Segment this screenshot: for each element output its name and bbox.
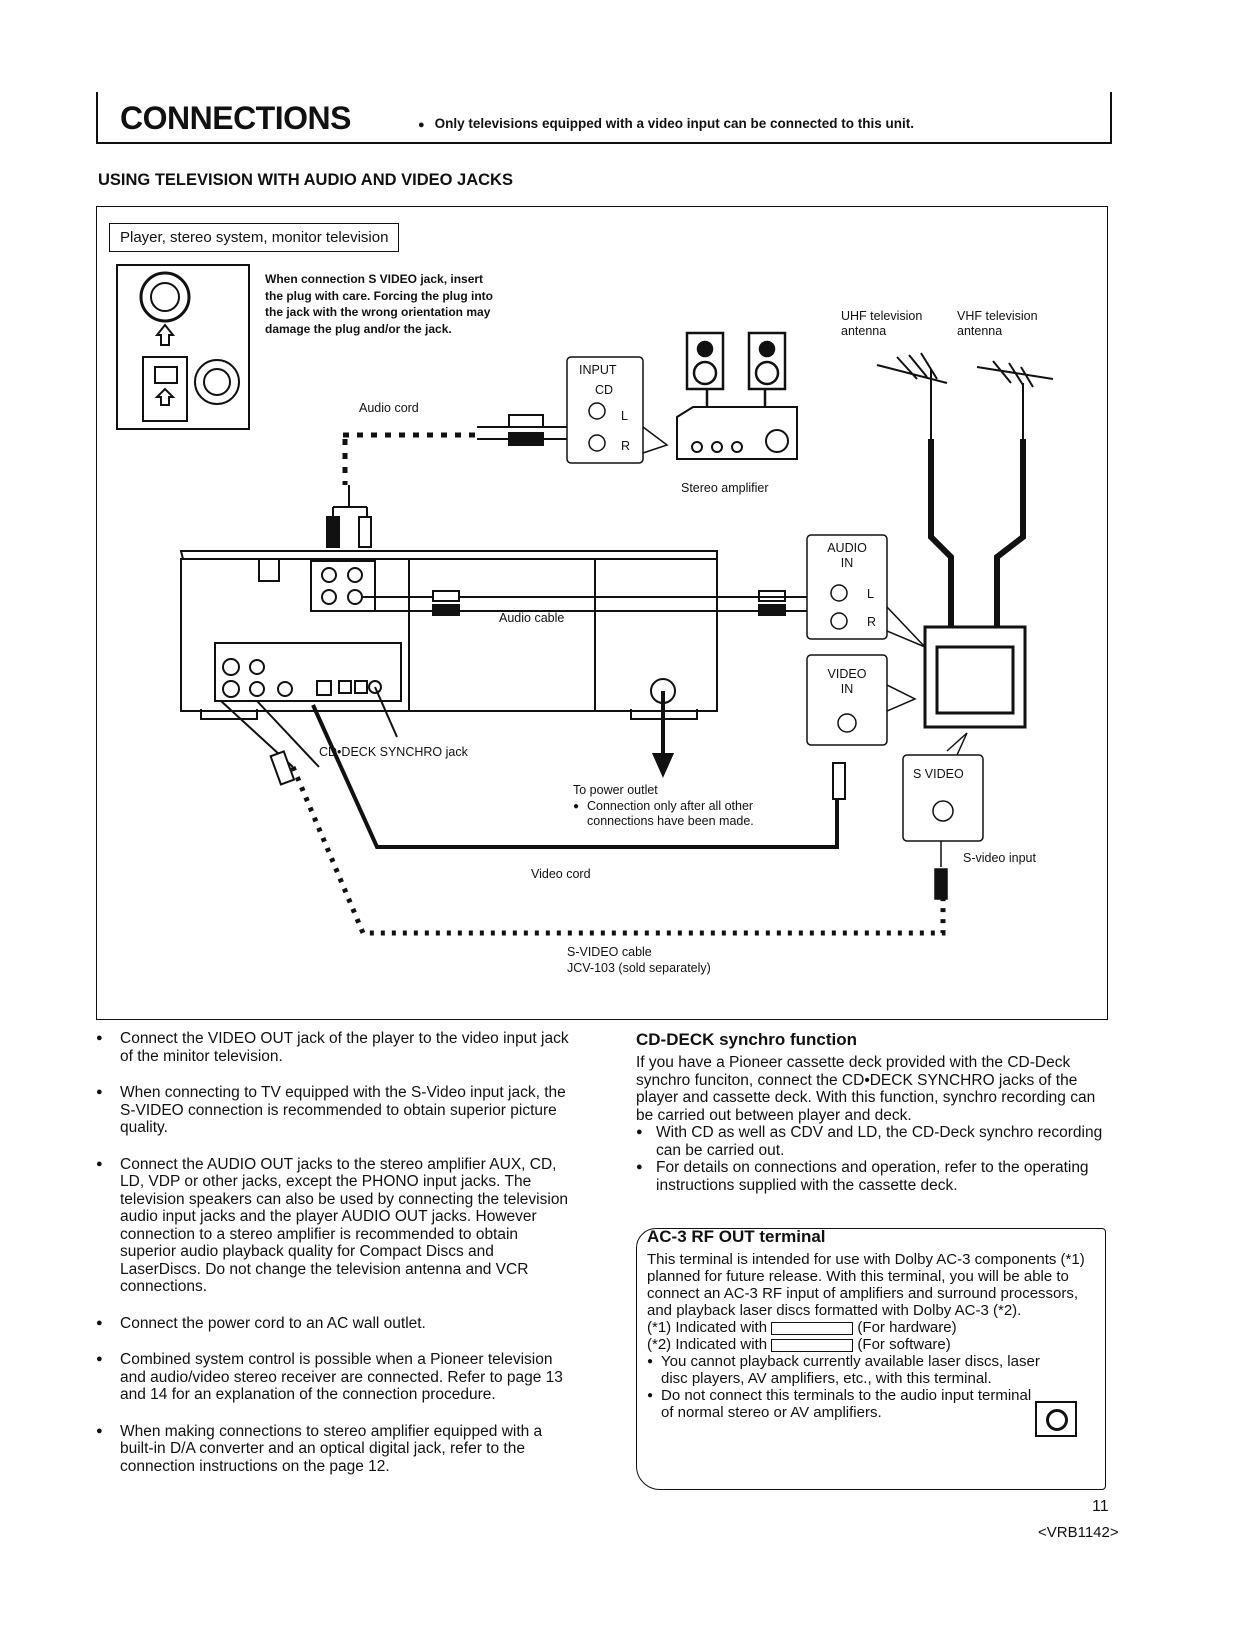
diagram-drawing	[116, 264, 1054, 936]
list-item: ●Connect the power cord to an AC wall ou…	[96, 1314, 426, 1332]
list-item: ●Connect the VIDEO OUT jack of the playe…	[96, 1030, 569, 1065]
ac3-terminal-box: AC-3 RF OUT terminal This terminal is in…	[636, 1227, 1106, 1490]
vhf-antenna-label: VHF television antenna	[957, 309, 1038, 338]
ac3-note-hardware: (*1) Indicated with (For hardware)	[647, 1319, 957, 1336]
s-video-cable-line	[290, 766, 946, 936]
video-cord-label: Video cord	[531, 867, 591, 881]
input-label: INPUT	[579, 363, 617, 377]
page-title: CONNECTIONS	[120, 100, 351, 136]
s-video-box	[902, 732, 984, 900]
section-heading: USING TELEVISION WITH AUDIO AND VIDEO JA…	[98, 171, 513, 189]
power-outlet-label: To power outlet	[573, 783, 658, 797]
list-item: ●When making connections to stereo ampli…	[96, 1422, 543, 1475]
header-note: Only televisions equipped with a video i…	[418, 116, 914, 131]
header-box: CONNECTIONS Only televisions equipped wi…	[96, 92, 1112, 144]
stereo-amplifier-label: Stereo amplifier	[681, 481, 769, 495]
cd-label: CD	[595, 383, 614, 397]
tv-left-channel-label: L	[867, 587, 874, 601]
video-cord-line	[311, 704, 846, 849]
s-video-warning: When connection S VIDEO jack, insert the…	[265, 272, 493, 336]
left-channel-label: L	[621, 409, 628, 423]
connection-diagram: Player, stereo system, monitor televisio…	[96, 206, 1108, 1020]
audio-cord-line	[342, 432, 477, 485]
dolby-surround-logo-icon	[771, 1338, 854, 1352]
s-video-input-label: S-video input	[963, 851, 1036, 865]
amplifier-drawing	[676, 406, 798, 460]
video-in-label: VIDEO IN	[827, 667, 867, 696]
s-video-label: S VIDEO	[913, 767, 964, 781]
list-item: ●You cannot playback currently available…	[647, 1353, 1040, 1387]
list-item: ●Do not connect this terminals to the au…	[647, 1387, 1032, 1421]
tv-drawing	[923, 625, 1027, 729]
tv-right-channel-label: R	[867, 615, 877, 629]
cd-deck-text: If you have a Pioneer cassette deck prov…	[636, 1054, 1096, 1124]
right-column: CD-DECK synchro function If you have a P…	[636, 1030, 1106, 1194]
list-item: ●When connecting to TV equipped with the…	[96, 1084, 566, 1136]
page-number: 11	[1092, 1498, 1109, 1515]
diagram-caption: Player, stereo system, monitor televisio…	[109, 223, 400, 252]
right-channel-label: R	[621, 439, 631, 453]
cd-deck-synchro-jack-label: CD•DECK SYNCHRO jack	[319, 745, 468, 759]
speakers	[685, 331, 787, 407]
ac3-rf-out-jack-icon	[1035, 1401, 1077, 1437]
list-item: ●With CD as well as CDV and LD, the CD-D…	[636, 1124, 1103, 1159]
list-item: ●Connect the AUDIO OUT jacks to the ster…	[96, 1155, 569, 1296]
dolby-surround-logo-icon	[771, 1321, 854, 1335]
antennas	[876, 352, 1054, 627]
ac3-note-software: (*2) Indicated with (For software)	[647, 1336, 951, 1353]
audio-in-label: AUDIO IN	[827, 541, 867, 570]
s-video-jack-inset	[116, 264, 250, 430]
power-outlet-note: ●Connection only after all other connect…	[573, 799, 754, 828]
ac3-title: AC-3 RF OUT terminal	[647, 1227, 826, 1246]
document-code: <VRB1142>	[1038, 1524, 1119, 1541]
ac3-text: This terminal is intended for use with D…	[647, 1251, 1085, 1319]
audio-cable-label: Audio cable	[499, 611, 565, 625]
audio-plugs	[326, 414, 567, 548]
s-video-cable-model: JCV-103 (sold separately)	[567, 961, 711, 975]
audio-cord-label: Audio cord	[359, 401, 419, 415]
list-item: ●For details on connections and operatio…	[636, 1159, 1089, 1194]
player-unit	[179, 550, 718, 720]
ac3-body: This terminal is intended for use with D…	[647, 1251, 1087, 1421]
power-cord	[651, 691, 675, 778]
uhf-antenna-label: UHF television antenna	[841, 309, 923, 338]
left-column: ●Connect the VIDEO OUT jack of the playe…	[96, 1030, 576, 1494]
s-video-cable-label: S-VIDEO cable	[567, 945, 652, 959]
cd-deck-heading: CD-DECK synchro function	[636, 1030, 857, 1049]
list-item: ●Combined system control is possible whe…	[96, 1351, 563, 1403]
audio-cable-line	[363, 590, 807, 616]
input-cd-box	[566, 356, 669, 464]
